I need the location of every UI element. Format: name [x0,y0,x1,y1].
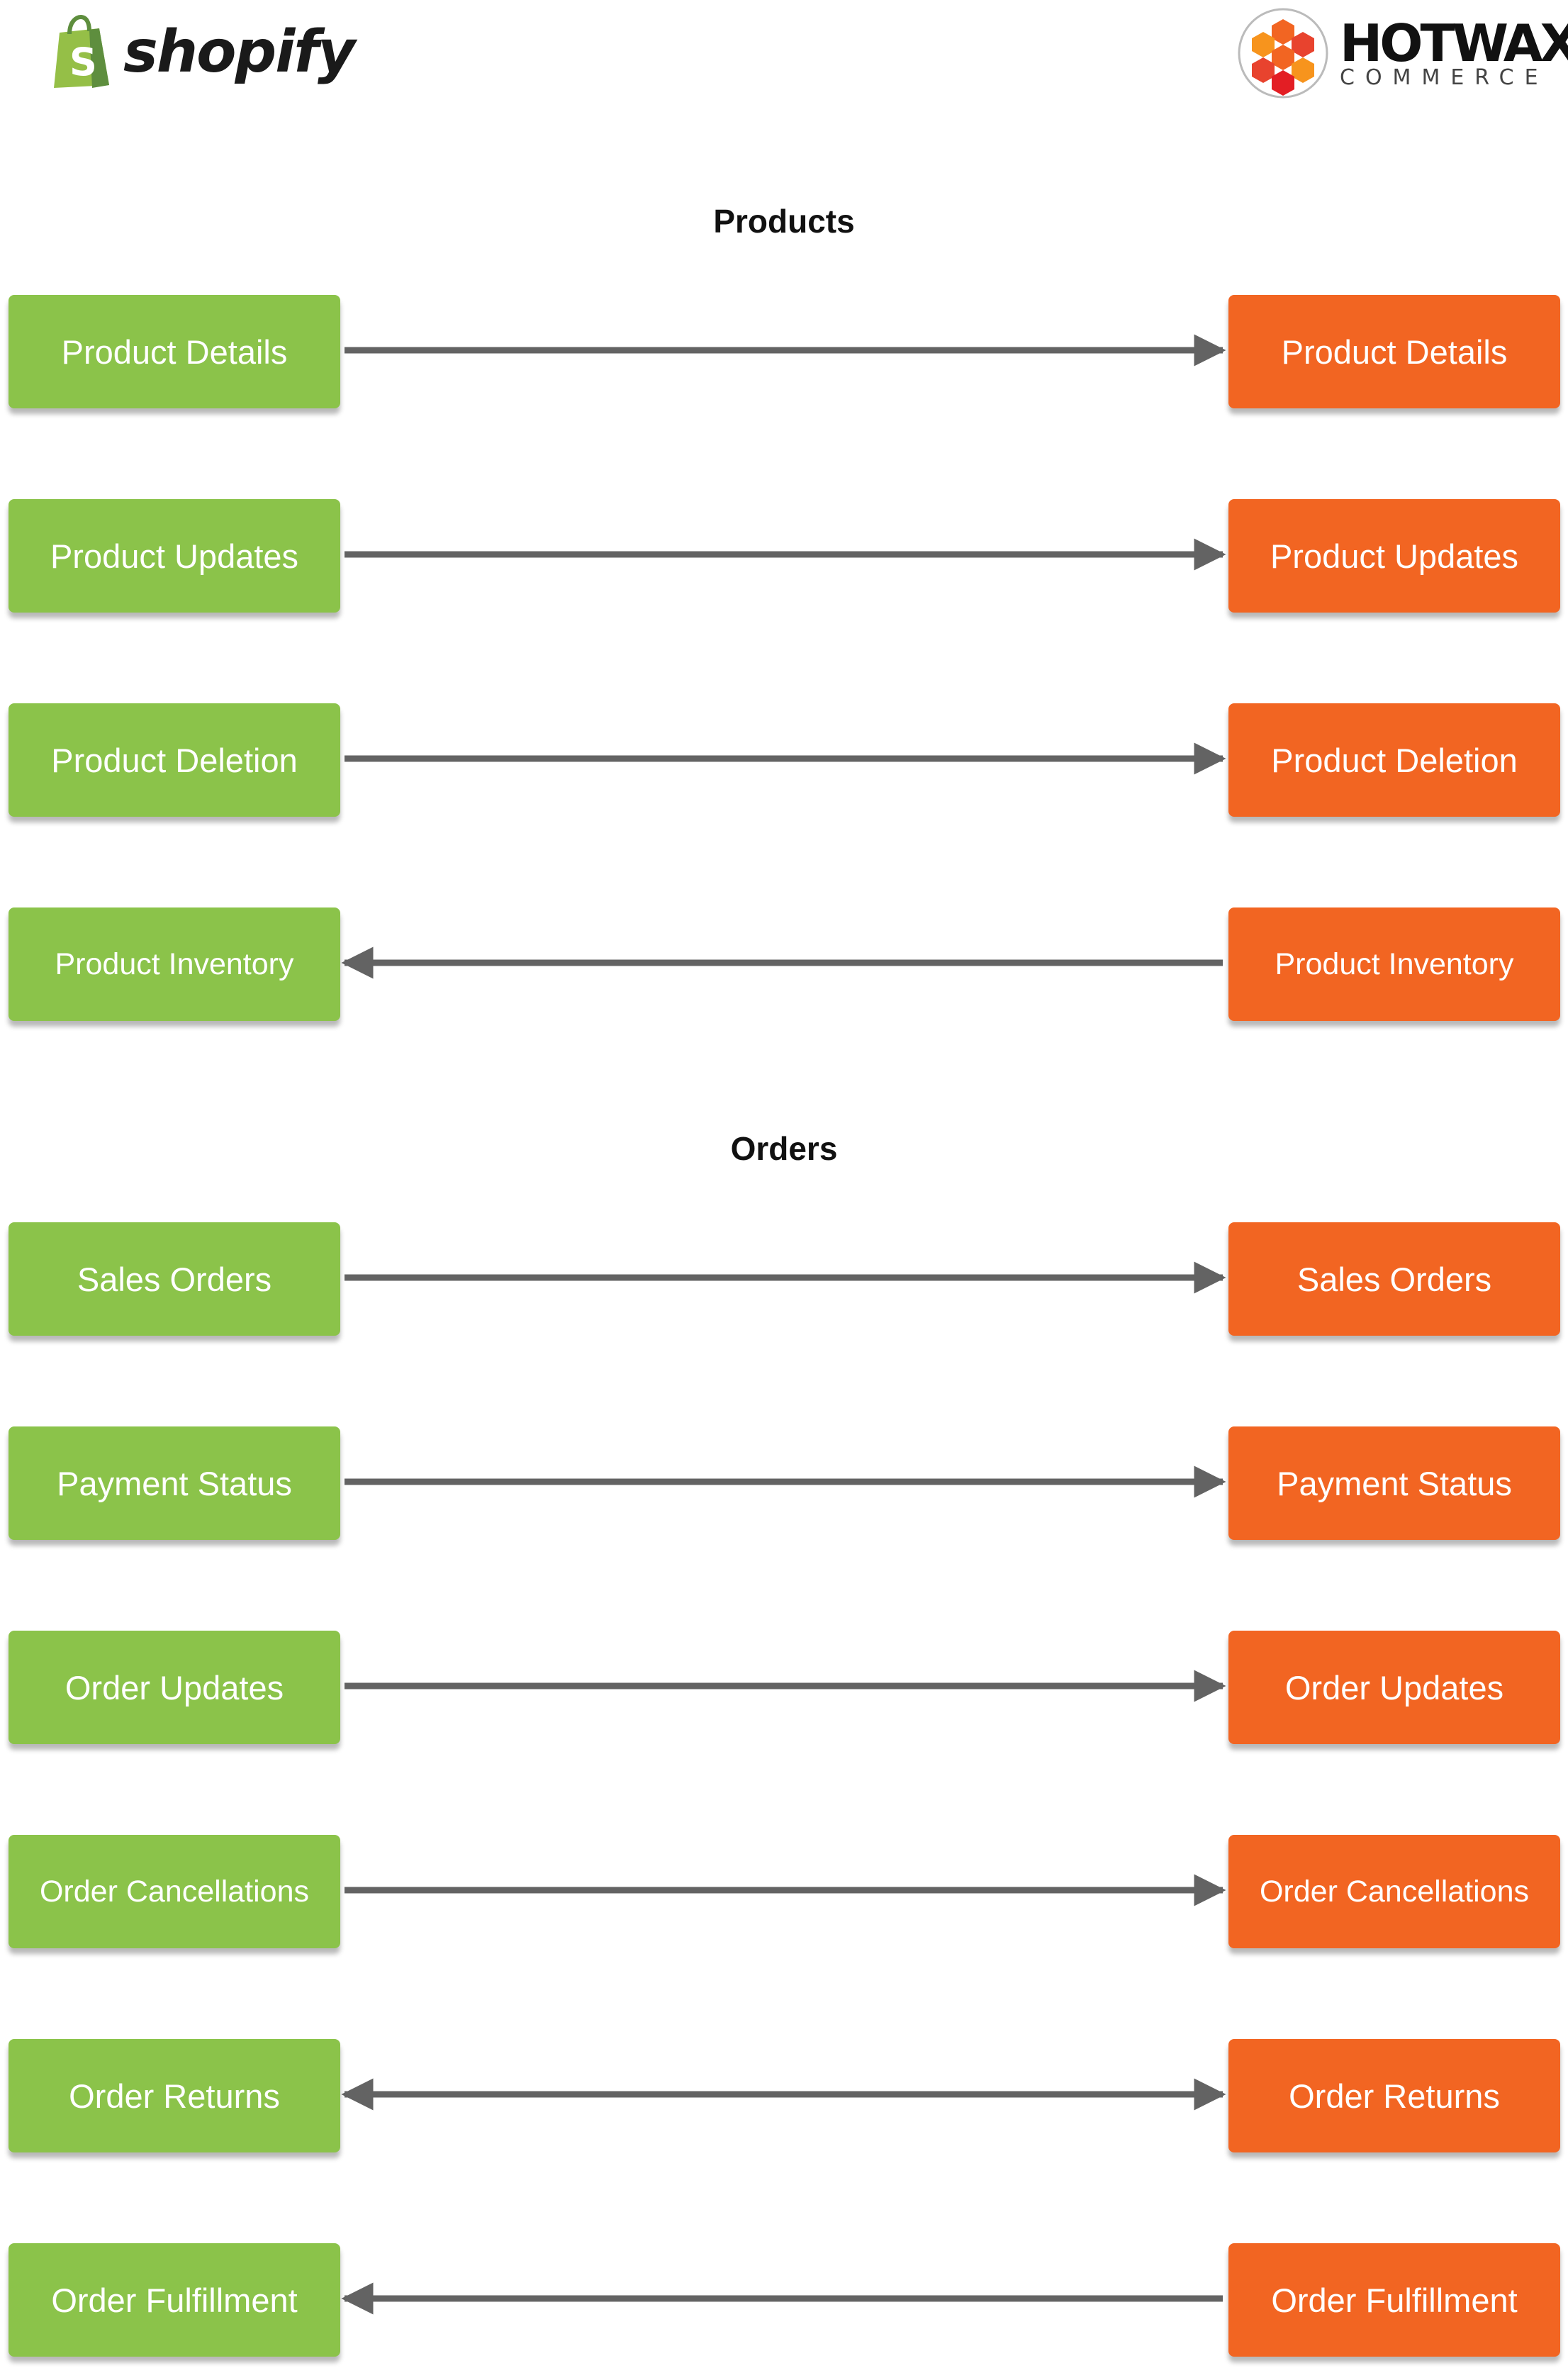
hotwax-logo: HOTWAX COMMERCE [1233,0,1568,106]
shopify-order-returns: Order Returns [9,2039,340,2152]
hotwax-order-fulfillment: Order Fulfillment [1228,2243,1560,2357]
hotwax-name: HOTWAX [1340,13,1568,73]
shopify-order-updates: Order Updates [9,1631,340,1744]
shopify-wordmark: shopify [123,18,355,86]
hotwax-hexagon-icon [1238,8,1328,99]
hotwax-product-deletion: Product Deletion [1228,703,1560,817]
shopify-payment-status: Payment Status [9,1426,340,1540]
shopify-order-fulfillment: Order Fulfillment [9,2243,340,2357]
shopify-sales-orders: Sales Orders [9,1222,340,1336]
shopify-product-inventory: Product Inventory [9,907,340,1021]
hotwax-order-cancellations: Order Cancellations [1228,1835,1560,1948]
hotwax-product-details: Product Details [1228,295,1560,408]
shopify-bag-icon: S [54,14,109,88]
hotwax-subtitle: COMMERCE [1340,65,1549,90]
shopify-product-updates: Product Updates [9,499,340,613]
shopify-product-deletion: Product Deletion [9,703,340,817]
hotwax-order-returns: Order Returns [1228,2039,1560,2152]
hotwax-sales-orders: Sales Orders [1228,1222,1560,1336]
section-title-orders: Orders [730,1130,838,1167]
shopify-order-cancellations: Order Cancellations [9,1835,340,1948]
hotwax-order-updates: Order Updates [1228,1631,1560,1744]
hotwax-product-updates: Product Updates [1228,499,1560,613]
shopify-product-details: Product Details [9,295,340,408]
section-title-products: Products [713,203,855,240]
svg-text:S: S [69,40,97,84]
hotwax-payment-status: Payment Status [1228,1426,1560,1540]
hotwax-product-inventory: Product Inventory [1228,907,1560,1021]
shopify-logo: S shopify [50,13,355,91]
